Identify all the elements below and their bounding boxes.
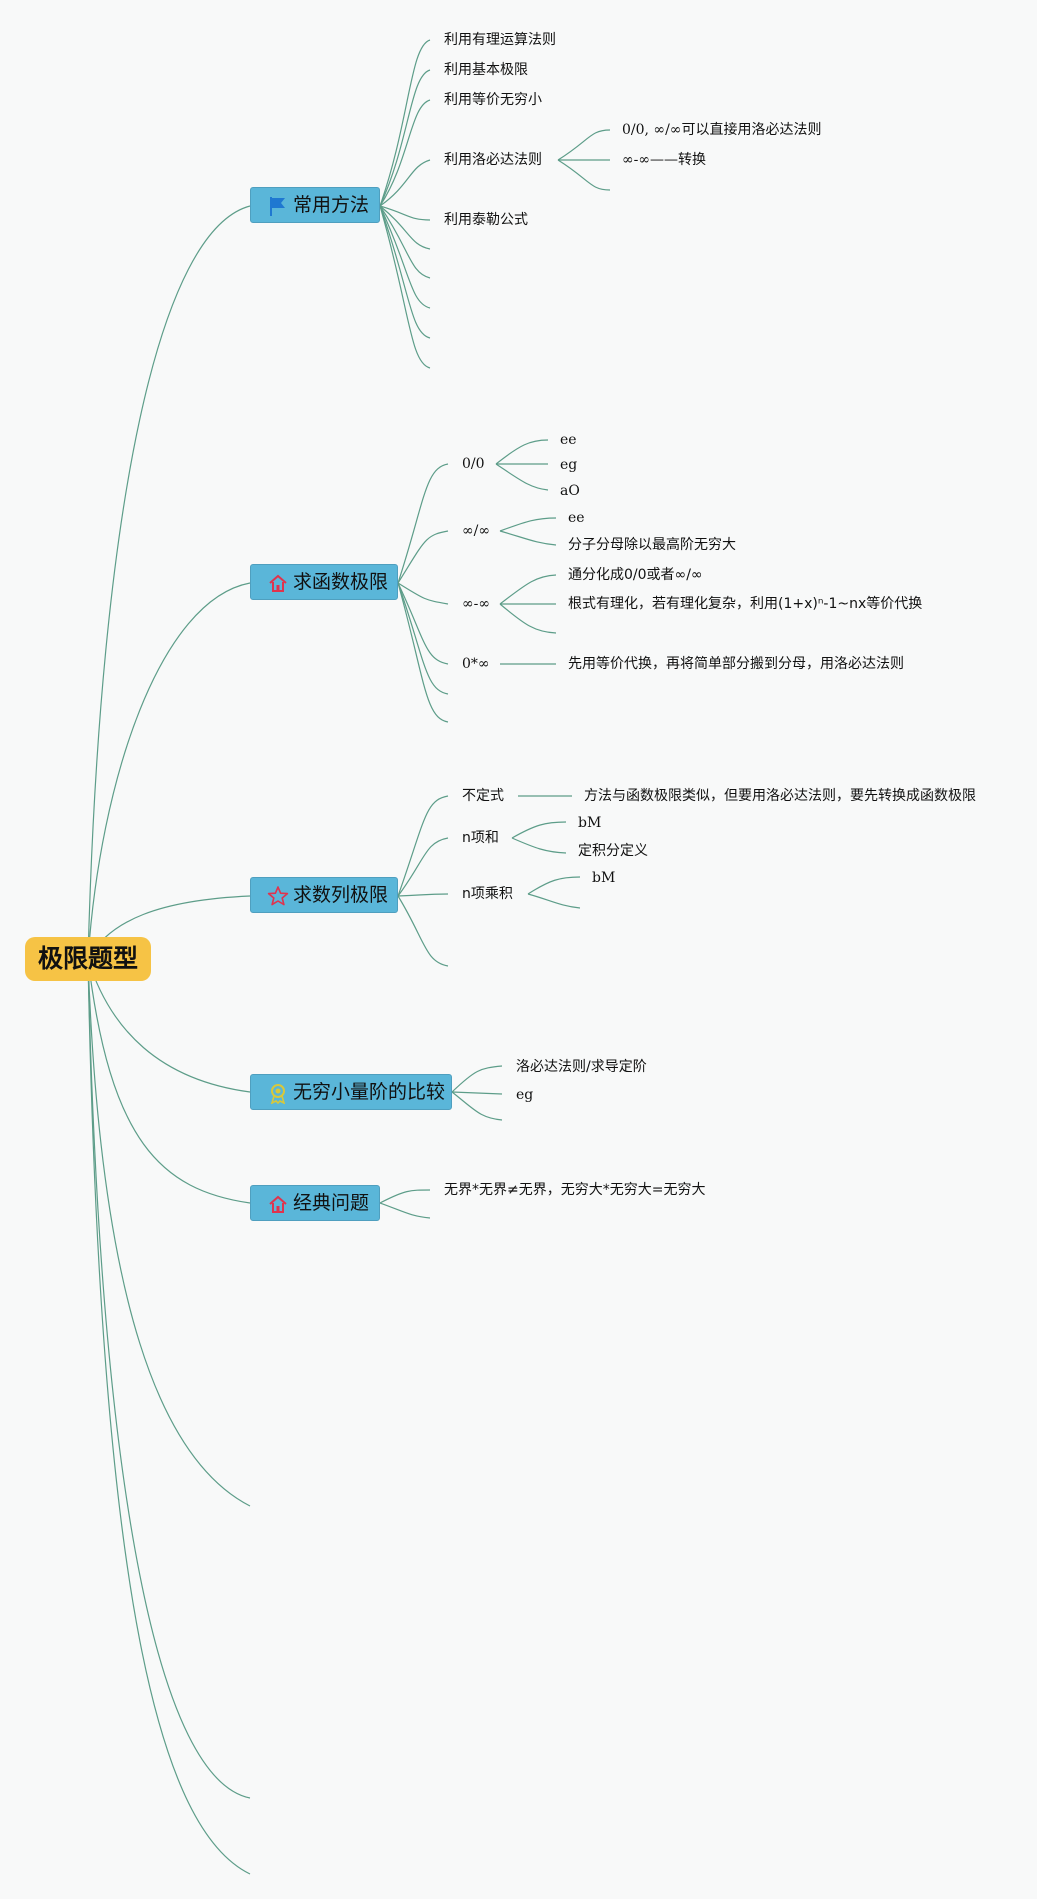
root-topic[interactable]: 极限题型 bbox=[25, 937, 151, 981]
connector bbox=[379, 39, 431, 207]
connector bbox=[557, 129, 611, 161]
classic-note[interactable]: 无界*无界≠无界，无穷大*无穷大=无穷大 bbox=[444, 1182, 706, 1198]
connector bbox=[87, 205, 251, 960]
n-sum-note[interactable]: 定积分定义 bbox=[578, 843, 648, 859]
star-icon bbox=[267, 886, 289, 906]
method-rational[interactable]: 利用有理运算法则 bbox=[444, 32, 556, 48]
connector bbox=[87, 958, 251, 1799]
connector bbox=[397, 837, 449, 897]
connector bbox=[511, 821, 567, 839]
connector bbox=[87, 958, 251, 1507]
flag-icon bbox=[270, 197, 285, 216]
n-sum-note[interactable]: bM bbox=[578, 815, 602, 831]
branch-classic-problems[interactable]: 经典问题 bbox=[250, 1185, 380, 1221]
inf-minus-inf-note[interactable]: 通分化成0/0或者∞/∞ bbox=[568, 567, 703, 583]
indeterminate-note[interactable]: 方法与函数极限类似，但要用洛必达法则，要先转换成函数极限 bbox=[584, 788, 976, 804]
form-zero-over-zero[interactable]: 0/0 bbox=[462, 456, 485, 472]
sequence-n-product[interactable]: n项乘积 bbox=[462, 886, 513, 902]
connector bbox=[397, 530, 449, 584]
branch-label: 常用方法 bbox=[293, 194, 370, 216]
house-icon bbox=[269, 574, 287, 592]
zero-zero-note[interactable]: eg bbox=[560, 457, 578, 473]
branch-infinitesimal-comparison[interactable]: 无穷小量阶的比较 bbox=[250, 1074, 452, 1110]
branch-label: 经典问题 bbox=[293, 1192, 370, 1214]
inf-inf-note[interactable]: ee bbox=[568, 510, 585, 526]
lhopital-note-convert[interactable]: ∞-∞——转换 bbox=[622, 152, 707, 168]
zero-zero-note[interactable]: aO bbox=[560, 483, 580, 499]
branch-common-methods[interactable]: 常用方法 bbox=[250, 187, 380, 223]
connector bbox=[499, 574, 557, 605]
sequence-indeterminate[interactable]: 不定式 bbox=[462, 788, 504, 804]
inf-minus-inf-note[interactable]: 根式有理化，若有理化复杂，利用(1+x)ⁿ-1~nx等价代换 bbox=[568, 596, 923, 612]
connector bbox=[379, 69, 431, 207]
connector bbox=[379, 1189, 431, 1204]
connector bbox=[87, 958, 251, 1204]
connector bbox=[397, 893, 449, 897]
connector bbox=[499, 530, 557, 546]
lhopital-note-direct[interactable]: 0/0, ∞/∞可以直接用洛必达法则 bbox=[622, 122, 822, 138]
connector bbox=[379, 205, 431, 369]
connector bbox=[379, 205, 431, 279]
connector bbox=[379, 159, 431, 207]
n-product-note[interactable]: bM bbox=[592, 870, 616, 886]
branch-sequence-limits[interactable]: 求数列极限 bbox=[250, 877, 398, 913]
branch-label: 求数列极限 bbox=[293, 884, 389, 906]
connector bbox=[397, 582, 449, 695]
method-equivalent-infinitesimal[interactable]: 利用等价无穷小 bbox=[444, 92, 542, 108]
zero-times-inf-note[interactable]: 先用等价代换，再将简单部分搬到分母，用洛必达法则 bbox=[568, 656, 904, 672]
connector bbox=[397, 795, 449, 897]
connector bbox=[87, 958, 251, 1093]
method-basic-limit[interactable]: 利用基本极限 bbox=[444, 62, 528, 78]
connector bbox=[397, 582, 449, 665]
connector bbox=[495, 463, 549, 491]
connector bbox=[379, 99, 431, 207]
connector bbox=[379, 205, 431, 250]
connector bbox=[87, 582, 251, 960]
connector bbox=[527, 893, 581, 909]
connector bbox=[379, 1202, 431, 1219]
connector bbox=[379, 205, 431, 339]
connector bbox=[499, 603, 557, 634]
branch-label: 求函数极限 bbox=[293, 571, 389, 593]
medal-icon bbox=[270, 1084, 286, 1104]
connector bbox=[397, 582, 449, 605]
connector bbox=[495, 439, 549, 465]
connector bbox=[397, 463, 449, 584]
connector bbox=[451, 1065, 503, 1093]
connector bbox=[511, 837, 567, 854]
connector bbox=[379, 205, 431, 221]
connector bbox=[527, 876, 581, 895]
method-lhopital[interactable]: 利用洛必达法则 bbox=[444, 152, 542, 168]
connector bbox=[397, 582, 449, 723]
method-taylor[interactable]: 利用泰勒公式 bbox=[444, 212, 528, 228]
sequence-n-sum[interactable]: n项和 bbox=[462, 830, 499, 846]
zero-zero-note[interactable]: ee bbox=[560, 432, 577, 448]
connector bbox=[451, 1091, 503, 1121]
form-inf-minus-inf[interactable]: ∞-∞ bbox=[462, 596, 491, 612]
connector bbox=[87, 958, 251, 1875]
connector bbox=[379, 205, 431, 309]
connector bbox=[499, 517, 557, 532]
inf-inf-note[interactable]: 分子分母除以最高阶无穷大 bbox=[568, 537, 736, 553]
infinitesimal-note[interactable]: 洛必达法则/求导定阶 bbox=[516, 1059, 647, 1075]
connector bbox=[451, 1091, 503, 1095]
infinitesimal-note[interactable]: eg bbox=[516, 1087, 534, 1103]
connector bbox=[397, 895, 449, 967]
branch-function-limits[interactable]: 求函数极限 bbox=[250, 564, 398, 600]
form-zero-times-inf[interactable]: 0*∞ bbox=[462, 656, 490, 672]
connector bbox=[557, 159, 611, 191]
branch-label: 无穷小量阶的比较 bbox=[293, 1081, 446, 1103]
house-icon bbox=[269, 1195, 287, 1213]
form-inf-over-inf[interactable]: ∞/∞ bbox=[462, 523, 491, 539]
